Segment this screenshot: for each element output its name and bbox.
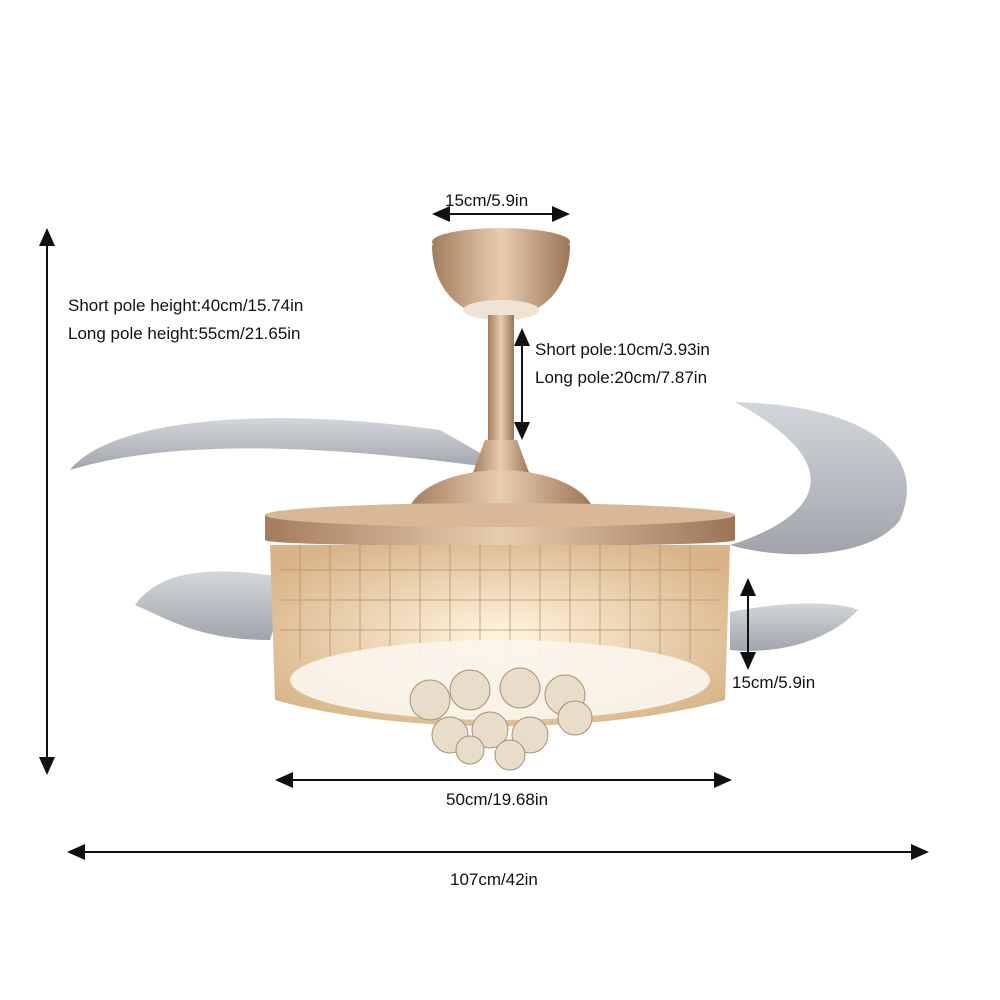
crystal-balls bbox=[409, 667, 593, 771]
long-pole-height-label: Long pole height:55cm/21.65in bbox=[68, 324, 301, 343]
body-width-label: 50cm/19.68in bbox=[446, 790, 549, 809]
total-span-label: 107cm/42in bbox=[450, 870, 538, 889]
long-pole-label: Long pole:20cm/7.87in bbox=[535, 368, 708, 387]
short-pole-label: Short pole:10cm/3.93in bbox=[535, 340, 710, 359]
body-height-label: 15cm/5.9in bbox=[732, 673, 816, 692]
fan-blades bbox=[70, 402, 907, 651]
crystal-grid bbox=[280, 545, 720, 660]
short-pole-height-label: Short pole height:40cm/15.74in bbox=[68, 296, 304, 315]
canopy-width-label: 15cm/5.9in bbox=[445, 191, 529, 210]
